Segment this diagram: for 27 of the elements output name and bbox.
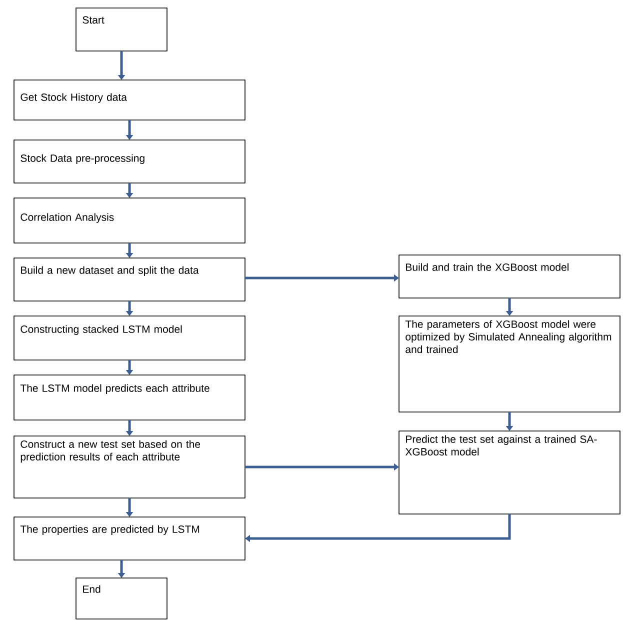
terminal-box: [76, 578, 168, 620]
node-label: Build a new dataset and split the data: [21, 266, 199, 276]
node-label: The properties are predicted by LSTM: [20, 525, 200, 535]
node-label: The parameters of XGBoost model were optimized by Simulated Annealing algorithm and trained: [405, 320, 612, 354]
node-label: Correlation Analysis: [20, 213, 114, 223]
node-label: Get Stock History data: [20, 93, 127, 103]
process-box: [398, 254, 620, 298]
process-box: [14, 140, 246, 184]
arrow: [245, 514, 511, 542]
process-box: [14, 516, 246, 560]
process-box: [14, 374, 246, 420]
process-box: [14, 80, 246, 120]
node-label: Predict the test set against a trained SA-XGBoost model: [405, 435, 597, 456]
node-label: Construct a new test set based on the prediction results of each attribute: [20, 440, 200, 463]
terminal-box: [76, 8, 168, 52]
process-box: [14, 316, 246, 360]
process-box: [398, 430, 620, 514]
node-label: Stock Data pre-processing: [20, 154, 144, 164]
node-label: The LSTM model predicts each attribute: [20, 384, 210, 394]
node-label: Build and train the XGBoost model: [406, 263, 568, 271]
process-box: [14, 198, 246, 244]
node-label: Constructing stacked LSTM model: [20, 325, 182, 335]
process-box: [14, 436, 246, 498]
node-label: Start: [82, 16, 104, 24]
node-label: End: [83, 585, 100, 593]
process-box: [14, 258, 246, 302]
process-box: [398, 316, 620, 412]
